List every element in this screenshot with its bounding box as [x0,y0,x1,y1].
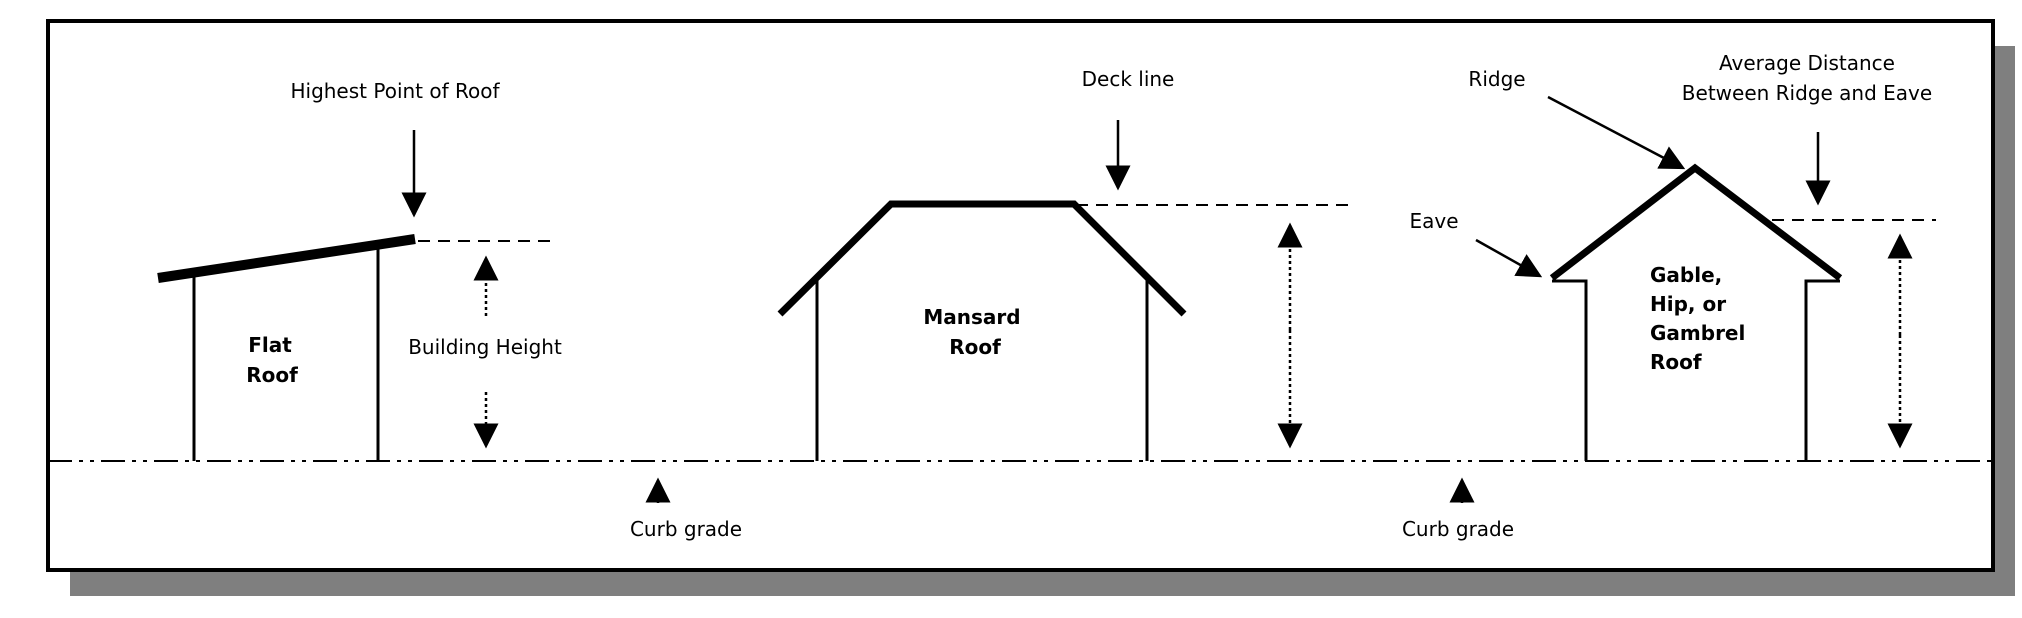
eave-label: Eave [1409,209,1458,233]
flat-roof-label-line1: Flat [248,333,292,357]
mansard-roof-outline [777,200,1187,317]
flat-roof-building [157,234,416,461]
mansard-roof-building [777,200,1187,461]
gable-left-eave-wall [1552,279,1588,461]
gable-roof-label-line1: Gable, [1650,263,1722,287]
average-distance-label-line2: Between Ridge and Eave [1682,81,1932,105]
gable-roof-building [1549,163,1843,461]
gable-right-eave-wall [1804,279,1840,461]
ridge-arrow [1547,95,1686,170]
gable-roof-label-line3: Gambrel [1650,321,1745,345]
gable-roof-outline [1549,163,1843,281]
diagram-frame [46,19,1995,572]
deck-line-label: Deck line [1082,67,1175,91]
ridge-label: Ridge [1468,67,1525,91]
gable-roof-label-line4: Roof [1650,350,1702,374]
gable-roof-label-line2: Hip, or [1650,292,1726,316]
building-height-label: Building Height [408,335,562,359]
eave-arrow [1475,238,1543,278]
curb-grade-label-left: Curb grade [630,517,742,541]
highest-point-label: Highest Point of Roof [290,79,500,103]
flat-roof-label-line2: Roof [246,363,298,387]
average-distance-label-line1: Average Distance [1719,51,1895,75]
mansard-roof-label-line2: Roof [949,335,1001,359]
curb-grade-label-right: Curb grade [1402,517,1514,541]
mansard-roof-label-line1: Mansard [923,305,1020,329]
flat-roof-line [157,234,416,283]
